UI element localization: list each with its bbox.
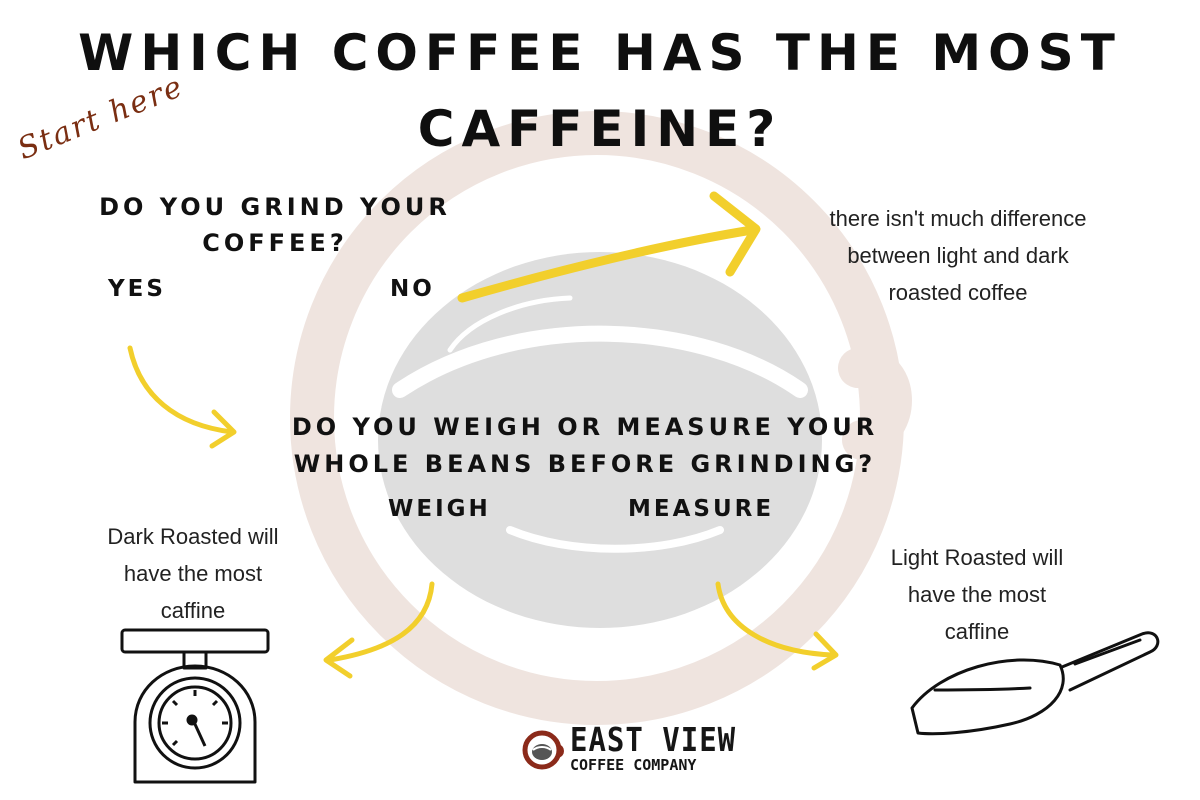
logo-cup-curve <box>506 526 724 553</box>
title-line-2: CAFFEINE? <box>417 100 783 158</box>
question-2-line-2: WHOLE BEANS BEFORE GRINDING? <box>293 450 877 478</box>
outcome-measure-line-1: Light Roasted will <box>890 545 1064 570</box>
question-2-line-1: DO YOU WEIGH OR MEASURE YOUR <box>291 413 879 441</box>
brand-logo: EAST VIEW COFFEE COMPANY <box>522 722 742 782</box>
outcome-no-line-1: there isn't much difference <box>829 206 1087 231</box>
outcome-weigh-line-3: caffine <box>160 598 226 623</box>
coffee-scoop-icon <box>910 631 1160 736</box>
outcome-no-line-3: roasted coffee <box>888 280 1028 305</box>
outcome-weigh-line-1: Dark Roasted will <box>107 524 279 549</box>
arrow-yes-to-question-2 <box>127 345 235 435</box>
brand-name: EAST VIEW <box>570 720 737 759</box>
outcome-weigh-line-2: have the most <box>123 561 263 586</box>
outcome-measure-line-3: caffine <box>944 619 1010 644</box>
answer-yes: YES <box>108 276 166 302</box>
outcome-no-line-2: between light and dark <box>847 243 1069 268</box>
logo-ring-handle <box>838 347 912 460</box>
arrow-measure-head <box>811 631 839 671</box>
arrow-weigh-to-dark <box>327 581 435 663</box>
answer-weigh: WEIGH <box>388 496 491 522</box>
arrow-yes-head <box>209 409 237 449</box>
arrow-no-to-result <box>457 225 757 303</box>
question-1-line-1: DO YOU GRIND YOUR <box>99 193 451 221</box>
coffee-cup-logo-icon <box>522 730 564 770</box>
brand-subtitle: COFFEE COMPANY <box>570 756 697 774</box>
title-line-1: WHICH COFFEE HAS THE MOST <box>78 24 1122 82</box>
arrow-weigh-head <box>323 637 355 679</box>
question-1-line-2: COFFEE? <box>202 229 348 257</box>
arrow-measure-to-light <box>715 581 835 658</box>
arrow-no-head <box>709 191 761 277</box>
kitchen-scale-icon <box>120 628 270 784</box>
answer-no: NO <box>390 276 435 302</box>
logo-bean-crease <box>392 325 808 398</box>
logo-bean-shine <box>447 295 573 353</box>
answer-measure: MEASURE <box>628 496 775 522</box>
outcome-measure-line-2: have the most <box>907 582 1047 607</box>
